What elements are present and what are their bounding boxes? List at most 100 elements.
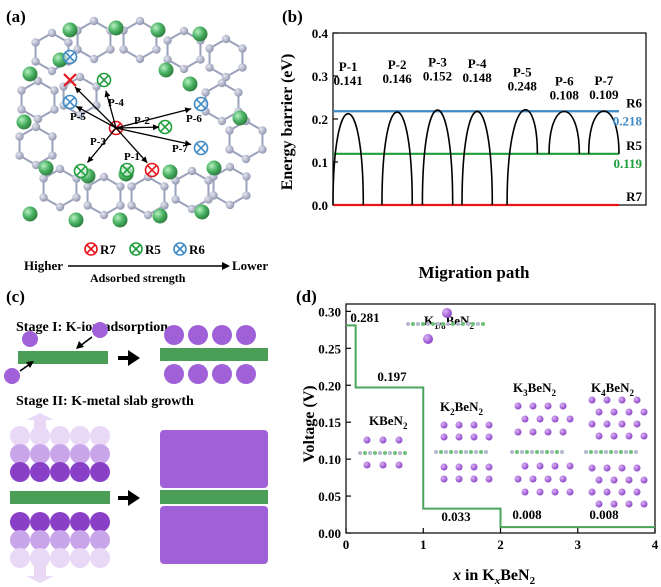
be-atom — [22, 66, 38, 82]
k-atom — [423, 334, 433, 344]
k-atom — [529, 402, 537, 410]
n-atom — [163, 55, 172, 64]
k-atom — [588, 396, 596, 404]
lattice-ring — [174, 169, 210, 211]
slab-atom — [614, 450, 618, 454]
k-atom — [625, 476, 633, 484]
path-label-p-1: P-1 — [124, 151, 140, 163]
y-tick-label: 0.1 — [312, 155, 328, 170]
slab-atom — [469, 450, 473, 454]
k-atom — [551, 488, 559, 496]
migration-arrow — [115, 126, 160, 129]
n-atom — [72, 193, 81, 202]
slab-atom — [530, 450, 534, 454]
bilayer-slab — [160, 490, 268, 504]
n-atom — [160, 201, 169, 210]
be-atom — [38, 160, 54, 176]
lower-label: Lower — [232, 258, 268, 273]
slab-atom — [619, 450, 623, 454]
n-atom — [135, 54, 145, 64]
k-atom — [440, 433, 448, 441]
slab-atom — [459, 450, 463, 454]
n-atom — [242, 172, 251, 181]
n-atom — [47, 66, 57, 76]
k-ion — [50, 512, 70, 532]
migration-arrow — [105, 90, 117, 129]
migration-arrow-head — [152, 124, 160, 131]
k-atom — [603, 396, 611, 404]
r5-site-cross-icon — [160, 122, 170, 132]
xlabel-x: x — [452, 567, 461, 584]
barrier-value-label: 0.148 — [463, 70, 493, 85]
barrier-name-label: P-3 — [428, 54, 447, 69]
barrier-curve-p-2 — [381, 111, 414, 206]
y-tick-label: 0.4 — [312, 26, 329, 41]
n-atom — [217, 116, 227, 126]
slab-atom — [540, 450, 544, 454]
k-atom — [485, 433, 493, 441]
k-ion — [70, 548, 90, 568]
stage2-arrow-icon — [118, 490, 140, 506]
n-atom — [99, 172, 109, 182]
bilayer-slab — [18, 351, 108, 364]
phase-k2-label: K2BeN2 — [440, 399, 483, 417]
path-label-p-4: P-4 — [108, 97, 124, 109]
n-atom — [179, 26, 189, 36]
panel-label-a: (a) — [6, 7, 26, 26]
stage2-growth — [10, 426, 110, 568]
growth-down-arrow-icon — [26, 566, 54, 583]
lattice-ring — [20, 79, 56, 121]
slab-atom — [609, 450, 613, 454]
k-atom — [640, 476, 648, 484]
k-ion — [70, 462, 90, 482]
barrier-value-label: 0.109 — [589, 87, 619, 102]
k-atom — [618, 488, 626, 496]
be-atom — [206, 160, 222, 176]
slab-atom — [416, 322, 420, 326]
n-atom — [55, 202, 65, 212]
k-atom — [544, 402, 552, 410]
bilayer-slab — [10, 491, 110, 504]
phase-k4-label: K4BeN2 — [591, 380, 634, 398]
k-ion — [50, 530, 70, 550]
r7-legend-icon — [84, 242, 98, 256]
k-atom — [618, 420, 626, 428]
be-atom — [112, 212, 128, 228]
k-atom — [529, 475, 537, 483]
path-label-p-7: P-7 — [172, 143, 188, 155]
slab-atom — [363, 451, 367, 455]
slab-atom — [403, 451, 407, 455]
k-atom — [521, 415, 529, 423]
path-label-p-3: P-3 — [90, 136, 106, 148]
slab-atom — [446, 322, 450, 326]
k-atom — [440, 463, 448, 471]
migration-arrow-head — [184, 140, 192, 147]
n-atom — [83, 201, 92, 210]
slab-atom — [474, 450, 478, 454]
k-ion — [30, 462, 50, 482]
n-atom — [92, 101, 101, 110]
n-atom — [89, 16, 99, 26]
slab-atom — [466, 322, 470, 326]
n-atom — [31, 122, 41, 132]
k-atom — [610, 432, 618, 440]
k-ion — [4, 368, 20, 384]
r6-legend-icon — [173, 242, 187, 256]
k-atom — [610, 408, 618, 416]
panel-label-c: (c) — [6, 287, 25, 306]
k-ion — [30, 426, 50, 446]
n-atom — [258, 145, 267, 154]
slab-atom — [510, 450, 514, 454]
slab-atom — [464, 450, 468, 454]
chart-d-ylabel: Voltage (V) — [301, 385, 318, 462]
slab-atom — [604, 450, 608, 454]
k-ion — [90, 548, 110, 568]
n-atom — [152, 45, 161, 54]
n-atom — [75, 110, 85, 120]
phase-structures — [358, 308, 648, 508]
k-atom — [379, 461, 387, 469]
k-atom — [588, 464, 596, 472]
